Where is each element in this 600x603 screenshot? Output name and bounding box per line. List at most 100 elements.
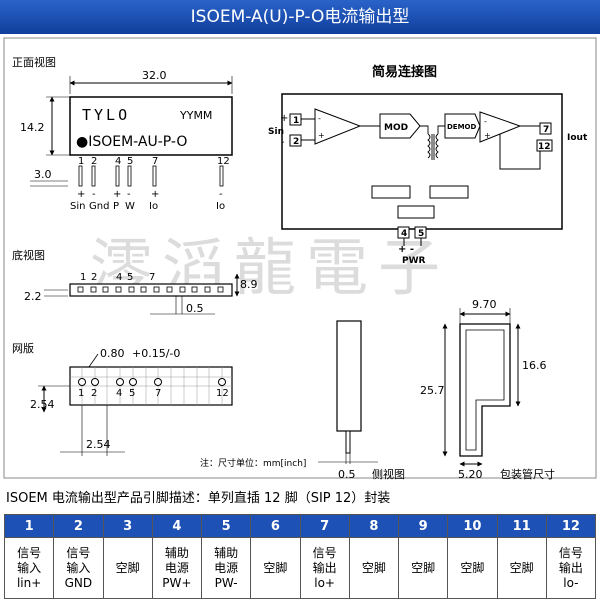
sch-pin-12: 12 xyxy=(538,142,551,152)
front-pin-name: Io xyxy=(149,201,158,212)
module-body xyxy=(69,96,233,156)
svg-text:-: - xyxy=(484,117,487,126)
dim-width: 32.0 xyxy=(142,69,167,82)
front-pin-num: 1 xyxy=(78,156,84,167)
grid-pin-num: 12 xyxy=(216,388,229,399)
grid-view-label: 网版 xyxy=(12,341,34,355)
front-pin-num: 2 xyxy=(91,156,97,167)
grid-pin-num: 5 xyxy=(129,388,135,399)
sch-iout: Iout xyxy=(567,133,588,143)
dim-bottom-h: 2.2 xyxy=(24,290,42,303)
front-pin-name: P xyxy=(113,201,119,212)
front-pin-sign: - xyxy=(92,189,96,200)
svg-text:-: - xyxy=(318,114,321,123)
dim-pkg-w: 9.70 xyxy=(472,298,497,311)
pwr-label: PWR xyxy=(402,256,426,266)
front-pin-sign: - xyxy=(127,189,131,200)
front-pin-sign: + xyxy=(77,189,85,200)
sch-pin-5: 5 xyxy=(418,229,424,239)
sch-pin-7: 7 xyxy=(543,125,549,135)
pin-header-4: 4 xyxy=(151,514,203,538)
dim-hole-tol: +0.15/-0 xyxy=(132,347,180,360)
dim-pkg-h: 25.7 xyxy=(420,384,445,397)
pin-header-11: 11 xyxy=(496,514,547,538)
pin-header-3: 3 xyxy=(102,514,153,538)
pin-function-6: 空脚 xyxy=(250,537,301,599)
bottom-view-label: 底视图 xyxy=(12,248,45,262)
schematic-title: 简易连接图 xyxy=(372,64,437,80)
pin-description: ISOEM 电流输出型产品引脚描述：单列直插 12 脚（SIP 12）封装 xyxy=(6,491,391,506)
sch-minus: - xyxy=(281,137,285,148)
model-label: ●ISOEM-AU-P-O xyxy=(76,134,187,150)
svg-text:+: + xyxy=(484,131,491,140)
sch-sin: Sin xyxy=(268,127,284,137)
front-view-label: 正面视图 xyxy=(12,55,56,69)
dim-pitch2: 2.54 xyxy=(86,438,111,451)
dim-hole: 0.80 xyxy=(100,347,125,360)
package-outline xyxy=(459,323,511,457)
page-title: ISOEM-A(U)-P-O电流输出型 xyxy=(190,7,410,27)
grid-pin-num: 4 xyxy=(116,388,122,399)
pin-header-6: 6 xyxy=(250,514,301,538)
dim-pitch: 2.54 xyxy=(30,398,55,411)
dim-pin-w: 0.5 xyxy=(186,302,204,315)
package-label: 包装管尺寸 xyxy=(500,467,555,481)
sch-plus: + xyxy=(280,113,288,124)
pin-header-10: 10 xyxy=(447,514,498,538)
dim-pkg-inner: 16.6 xyxy=(522,359,547,372)
bottom-pin-num: 7 xyxy=(149,272,155,283)
pin-function-3: 空脚 xyxy=(102,537,153,599)
front-pin-sign: + xyxy=(113,189,121,200)
bottom-pin-num: 4 xyxy=(116,272,122,283)
sch-pin-4: 4 xyxy=(401,229,407,239)
side-body xyxy=(336,320,362,432)
date-code: YYMM xyxy=(179,109,212,122)
svg-text:+: + xyxy=(318,131,325,140)
grid-pin-num: 1 xyxy=(78,388,84,399)
pin-header-8: 8 xyxy=(348,514,400,538)
front-pin-num: 7 xyxy=(152,156,158,167)
mod-block: MOD xyxy=(384,123,408,133)
pin-function-8: 空脚 xyxy=(348,537,400,599)
brand-logo: TYLO xyxy=(82,106,130,124)
front-pin-name: Io xyxy=(216,201,225,212)
pin-function-9: 空脚 xyxy=(397,537,449,599)
pin-header-2: 2 xyxy=(53,514,104,538)
front-pin-num: 5 xyxy=(127,156,133,167)
dim-pkg-base: 5.20 xyxy=(458,468,483,481)
dim-pin-len: 3.0 xyxy=(34,168,52,181)
pwr-signs: + - xyxy=(398,244,414,255)
bottom-pin-num: 2 xyxy=(91,272,97,283)
front-pin-name: Gnd xyxy=(89,201,109,212)
dim-height: 14.2 xyxy=(20,121,45,134)
bottom-pin-num: 1 xyxy=(80,272,86,283)
front-pin-name: Sin xyxy=(70,201,85,212)
front-pin-num: 12 xyxy=(217,156,230,167)
front-pin-name: W xyxy=(125,201,135,212)
front-pin-sign: - xyxy=(219,189,223,200)
datasheet-drawing: 澪滔龍電子 正面视图 32.0 TYLO YYMM ●ISOEM-AU-P-O … xyxy=(3,37,597,481)
pin-function-10: 空脚 xyxy=(447,537,498,599)
side-view-label: 侧视图 xyxy=(372,467,405,481)
sch-pin-2: 2 xyxy=(293,137,299,147)
bottom-pin-num: 5 xyxy=(127,272,133,283)
demod-block: DEMOD xyxy=(447,123,477,131)
front-pin-sign: + xyxy=(151,189,159,200)
title-bar xyxy=(0,0,600,34)
pin-header-5: 5 xyxy=(200,514,252,538)
unit-note: 注：尺寸单位：mm[inch] xyxy=(200,457,306,469)
pin-header-12: 12 xyxy=(545,514,597,538)
front-pin-num: 4 xyxy=(115,156,121,167)
pin-header-9: 9 xyxy=(397,514,449,538)
dim-bottom-w: 8.9 xyxy=(240,278,258,291)
grid-pin-num: 2 xyxy=(91,388,97,399)
